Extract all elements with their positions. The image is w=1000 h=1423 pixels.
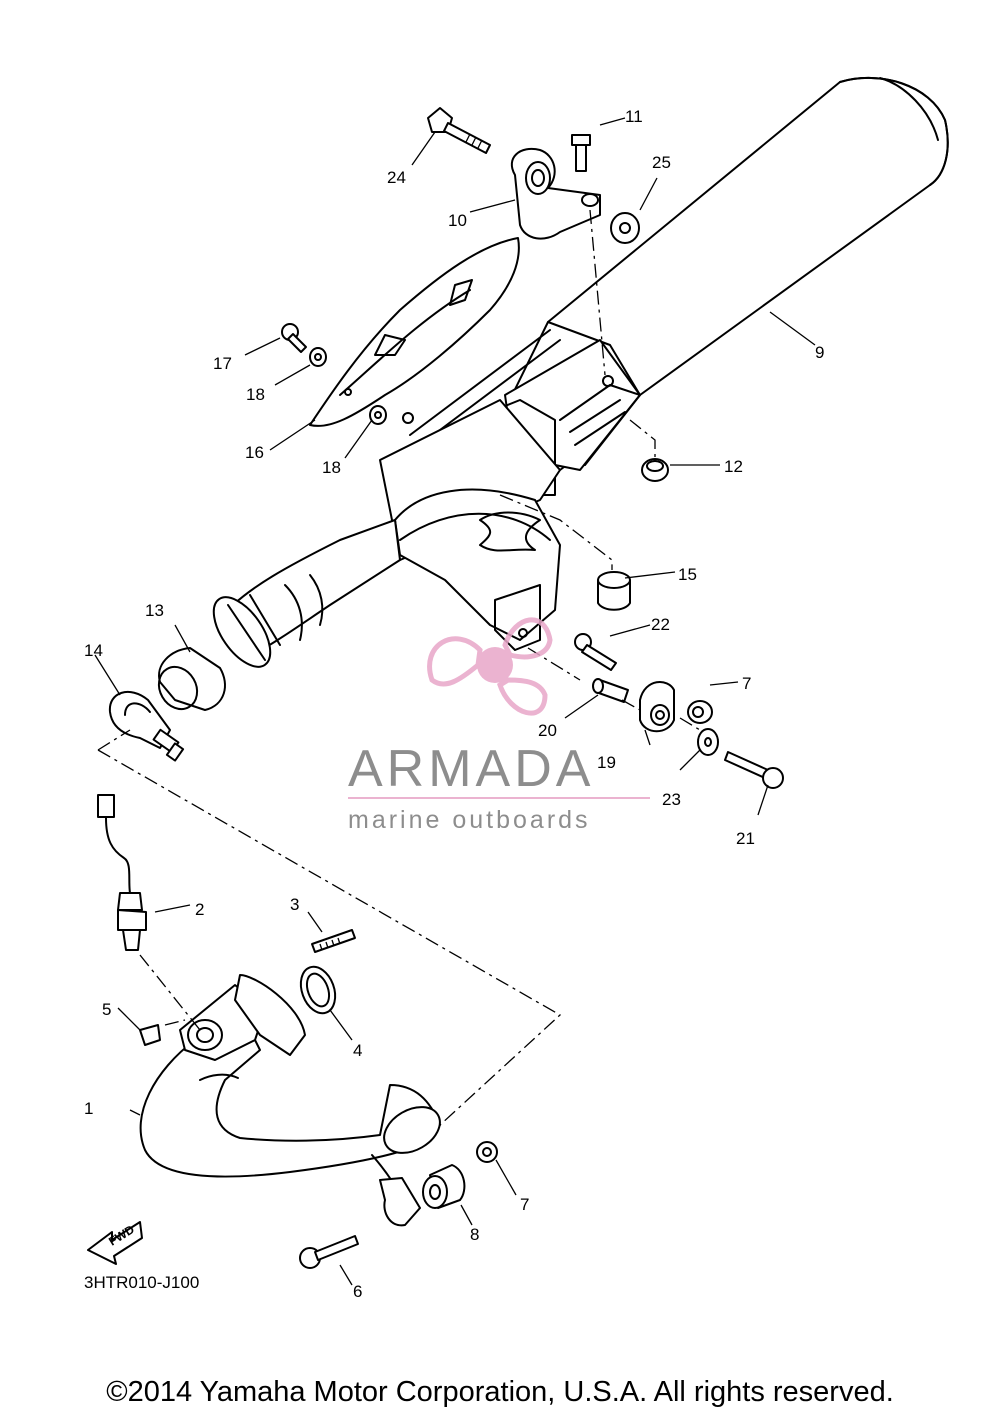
damper-19[interactable]: [639, 681, 675, 733]
callout-7-upper: 7: [742, 674, 751, 693]
callouts: 1 2 3 4 5 6 7 7 8 9 10 11 12 13 14 15 16…: [84, 107, 824, 1301]
callout-11: 11: [625, 107, 643, 126]
bolt-11[interactable]: [571, 134, 591, 172]
callout-18-lower: 18: [322, 458, 341, 477]
callout-3: 3: [290, 895, 299, 914]
nut-12[interactable]: [641, 458, 669, 482]
gasket-4[interactable]: [295, 962, 341, 1018]
callout-19: 19: [597, 753, 616, 772]
leader-lines: [94, 117, 816, 1286]
callout-22: 22: [651, 615, 670, 634]
propeller-logo-icon: [427, 617, 553, 716]
bolt-6[interactable]: [299, 1235, 359, 1269]
callout-12: 12: [724, 457, 743, 476]
fwd-arrow-icon: FWD: [87, 1221, 143, 1265]
bolt-21[interactable]: [724, 751, 784, 789]
callout-23: 23: [662, 790, 681, 809]
callout-7-lower: 7: [520, 1195, 529, 1214]
oxygen-sensor-2[interactable]: [97, 794, 147, 951]
nut-7-lower[interactable]: [476, 1141, 498, 1163]
callout-5: 5: [102, 1000, 111, 1019]
callout-16: 16: [245, 443, 264, 462]
washer-25[interactable]: [610, 212, 640, 244]
callout-15: 15: [678, 565, 697, 584]
muffler[interactable]: [203, 76, 949, 676]
clamp-14[interactable]: [108, 691, 185, 762]
part-code: 3HTR010-J100: [84, 1273, 199, 1292]
collar-20[interactable]: [592, 678, 629, 703]
callout-1: 1: [84, 1099, 93, 1118]
callout-18-upper: 18: [246, 385, 265, 404]
washer-18-lower[interactable]: [369, 405, 387, 425]
nut-7-upper[interactable]: [687, 700, 713, 724]
assembly-lines: [97, 209, 701, 1126]
callout-21: 21: [736, 829, 755, 848]
callout-20: 20: [538, 721, 557, 740]
armada-watermark: ARMADA marine outboards: [348, 617, 650, 834]
gasket-13[interactable]: [151, 647, 226, 716]
callout-24: 24: [387, 168, 406, 187]
bolt-22[interactable]: [574, 633, 617, 671]
callout-4: 4: [353, 1041, 362, 1060]
bolt-17[interactable]: [281, 323, 307, 353]
watermark-brand: ARMADA: [348, 740, 594, 798]
callout-10: 10: [448, 211, 467, 230]
callout-13: 13: [145, 601, 164, 620]
callout-2: 2: [195, 900, 204, 919]
callout-25: 25: [652, 153, 671, 172]
watermark-tagline: marine outboards: [348, 806, 591, 834]
heat-shield[interactable]: [309, 237, 520, 427]
bolt-24[interactable]: [427, 107, 491, 154]
washer-23[interactable]: [697, 728, 719, 756]
exhaust-pipe[interactable]: [139, 974, 448, 1227]
callout-17: 17: [213, 354, 232, 373]
callout-14: 14: [84, 641, 103, 660]
damper-8[interactable]: [422, 1164, 466, 1209]
callout-8: 8: [470, 1225, 479, 1244]
stud-bolt-3[interactable]: [311, 929, 356, 953]
washer-18-upper[interactable]: [309, 347, 327, 367]
damper-15[interactable]: [597, 571, 631, 611]
callout-6: 6: [353, 1282, 362, 1301]
copyright-notice: ©2014 Yamaha Motor Corporation, U.S.A. A…: [106, 1376, 894, 1408]
cap-5[interactable]: [139, 1024, 161, 1046]
bracket[interactable]: [510, 147, 601, 240]
callout-9: 9: [815, 343, 824, 362]
